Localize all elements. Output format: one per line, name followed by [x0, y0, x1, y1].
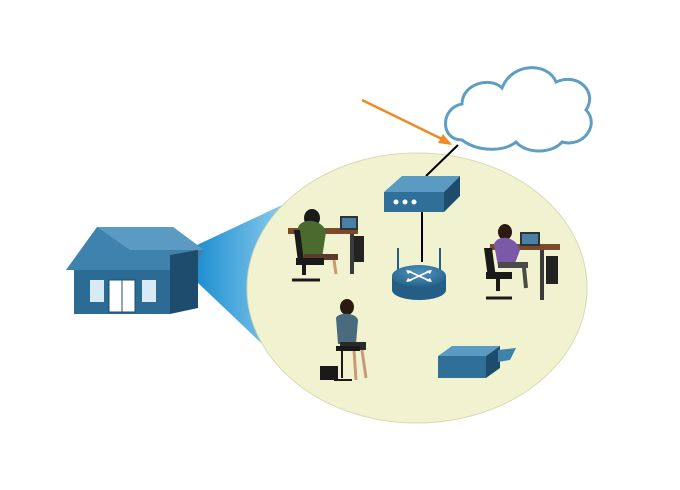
desktop-user-icon-2 — [484, 224, 560, 300]
wireless-router-icon — [392, 248, 446, 300]
arrow-icon — [361, 98, 452, 145]
modem-icon — [384, 176, 460, 212]
printer-icon — [438, 346, 516, 378]
cloud-icon — [444, 66, 593, 153]
desktop-user-icon-1 — [288, 209, 364, 282]
house-icon — [66, 227, 204, 314]
link-cloud-modem — [425, 144, 459, 177]
phone-user-icon — [320, 299, 368, 381]
